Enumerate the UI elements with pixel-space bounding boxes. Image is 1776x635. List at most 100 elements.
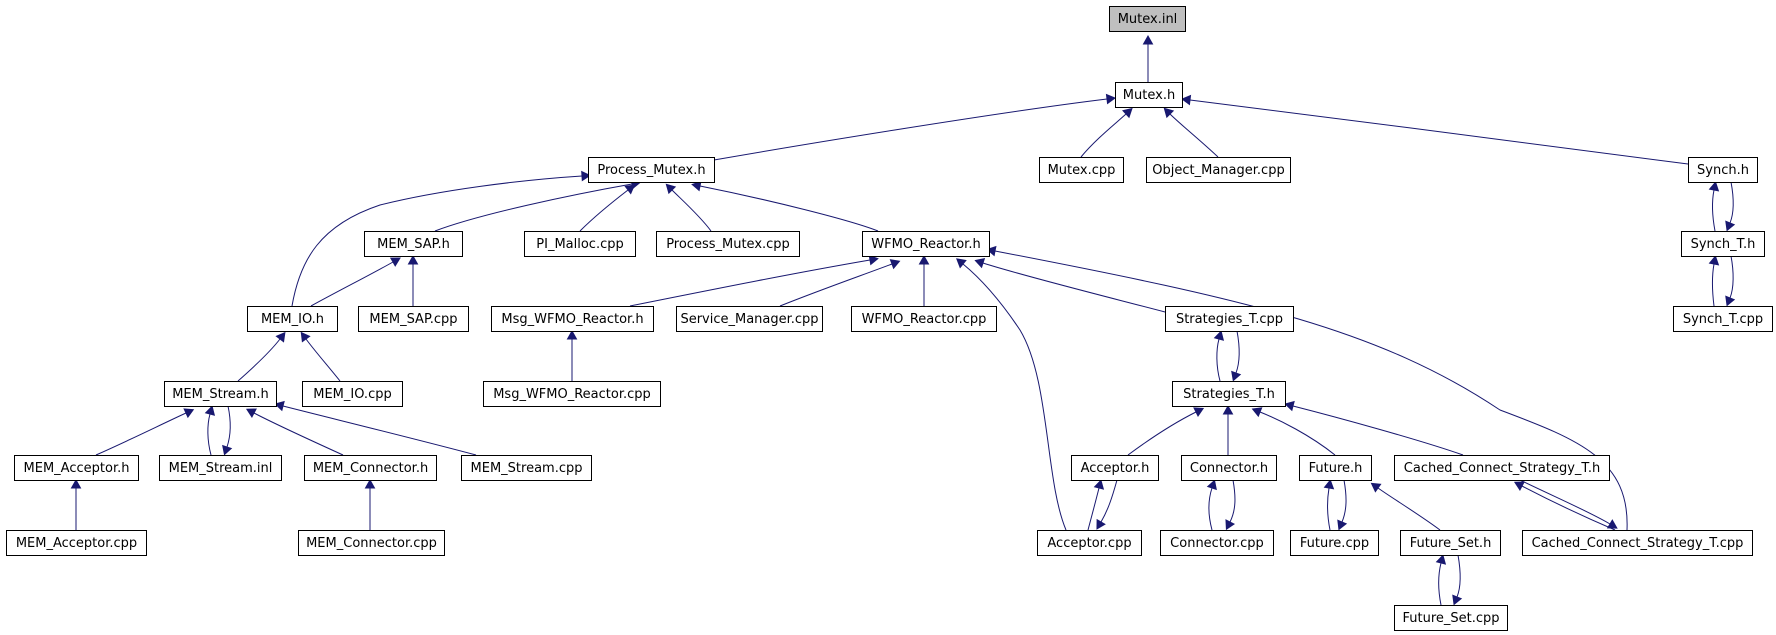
node-wfmo-reactor-h[interactable]: WFMO_Reactor.h xyxy=(862,231,990,257)
arrowhead-icon xyxy=(1514,481,1525,491)
edge-line xyxy=(1208,487,1213,531)
edge-mem_stream_h-to-mem_stream_inl xyxy=(222,405,233,456)
node-label: WFMO_Reactor.cpp xyxy=(862,312,987,327)
node-mutex-h[interactable]: Mutex.h xyxy=(1115,82,1183,108)
node-mem-stream-inl[interactable]: MEM_Stream.inl xyxy=(159,455,282,481)
node-cached-connect-strategy-t-cpp[interactable]: Cached_Connect_Strategy_T.cpp xyxy=(1522,530,1753,556)
edge-line xyxy=(671,189,712,232)
node-mem-io-h[interactable]: MEM_IO.h xyxy=(247,306,338,332)
edge-process_mutex_cpp-to-process_mutex_h xyxy=(665,183,712,232)
arrowhead-icon xyxy=(1452,594,1463,606)
node-future-set-cpp[interactable]: Future_Set.cpp xyxy=(1394,605,1508,631)
edge-line xyxy=(1327,487,1331,531)
node-mem-io-cpp[interactable]: MEM_IO.cpp xyxy=(302,381,403,407)
node-synch-t-cpp[interactable]: Synch_T.cpp xyxy=(1673,306,1773,332)
edge-mem_sap_cpp-to-mem_sap_h xyxy=(407,254,419,307)
node-box xyxy=(247,306,338,332)
node-synch-h[interactable]: Synch.h xyxy=(1688,157,1758,183)
node-connector-h[interactable]: Connector.h xyxy=(1181,455,1277,481)
arrowhead-icon xyxy=(1222,404,1234,415)
node-synch-t-h[interactable]: Synch_T.h xyxy=(1681,231,1765,257)
arrowhead-icon xyxy=(300,331,311,343)
node-service-manager-cpp[interactable]: Service_Manager.cpp xyxy=(676,306,823,332)
node-mem-sap-h[interactable]: MEM_SAP.h xyxy=(364,231,463,257)
edge-line xyxy=(282,405,477,456)
edge-line xyxy=(1087,487,1100,531)
edge-mutex_h-to-mutex_inl xyxy=(1142,34,1154,82)
node-box xyxy=(1394,605,1508,631)
arrowhead-icon xyxy=(183,408,195,419)
node-mem-stream-cpp[interactable]: MEM_Stream.cpp xyxy=(461,455,592,481)
node-box xyxy=(304,455,437,481)
node-process-mutex-cpp[interactable]: Process_Mutex.cpp xyxy=(656,231,800,257)
node-box xyxy=(1673,306,1773,332)
edge-layer xyxy=(70,34,1736,606)
node-cached-connect-strategy-t-h[interactable]: Cached_Connect_Strategy_T.h xyxy=(1394,455,1610,481)
node-wfmo-reactor-cpp[interactable]: WFMO_Reactor.cpp xyxy=(851,306,997,332)
node-label: Acceptor.h xyxy=(1081,461,1150,476)
node-box xyxy=(1172,381,1286,407)
node-mem-sap-cpp[interactable]: MEM_SAP.cpp xyxy=(358,306,469,332)
node-mem-connector-cpp[interactable]: MEM_Connector.cpp xyxy=(298,530,445,556)
node-future-cpp[interactable]: Future.cpp xyxy=(1290,530,1379,556)
edge-line xyxy=(305,338,341,382)
edge-mem_stream_h-to-mem_io_h xyxy=(237,331,286,382)
arrowhead-icon xyxy=(364,478,376,489)
edge-msg_wfmo_reactor_h-to-wfmo_reactor_h xyxy=(629,254,879,307)
node-acceptor-h[interactable]: Acceptor.h xyxy=(1071,455,1159,481)
edge-line xyxy=(1100,479,1118,523)
edge-future_h-to-future_cpp xyxy=(1337,479,1348,531)
node-label: Acceptor.cpp xyxy=(1047,536,1131,551)
node-label: MEM_IO.h xyxy=(261,312,324,327)
edge-connector_h-to-strategies_t_h xyxy=(1222,404,1234,456)
node-mutex-inl[interactable]: Mutex.inl xyxy=(1109,6,1186,32)
node-box xyxy=(851,306,997,332)
node-mem-acceptor-h[interactable]: MEM_Acceptor.h xyxy=(14,455,139,481)
node-strategies-t-h[interactable]: Strategies_T.h xyxy=(1172,381,1286,407)
node-mem-connector-h[interactable]: MEM_Connector.h xyxy=(304,455,437,481)
edge-line xyxy=(1521,485,1616,531)
edge-future_h-to-strategies_t_h xyxy=(1251,407,1336,456)
node-label: WFMO_Reactor.h xyxy=(871,237,980,252)
arrowhead-icon xyxy=(1370,482,1382,493)
edge-future_set_cpp-to-future_set_h xyxy=(1435,554,1447,606)
node-msg-wfmo-reactor-h[interactable]: Msg_WFMO_Reactor.h xyxy=(491,306,654,332)
node-box xyxy=(6,530,147,556)
edge-connector_cpp-to-connector_h xyxy=(1206,479,1217,531)
node-future-set-h[interactable]: Future_Set.h xyxy=(1400,530,1501,556)
edge-line xyxy=(207,413,212,456)
node-mutex-cpp[interactable]: Mutex.cpp xyxy=(1039,157,1124,183)
node-acceptor-cpp[interactable]: Acceptor.cpp xyxy=(1037,530,1142,556)
node-box xyxy=(1109,6,1186,32)
node-box xyxy=(524,231,636,257)
node-mem-acceptor-cpp[interactable]: MEM_Acceptor.cpp xyxy=(6,530,147,556)
node-strategies-t-cpp[interactable]: Strategies_T.cpp xyxy=(1165,306,1294,332)
node-box xyxy=(491,306,654,332)
edge-pi_malloc_cpp-to-process_mutex_h xyxy=(579,184,636,232)
node-box xyxy=(483,381,661,407)
edge-line xyxy=(629,259,871,307)
arrowhead-icon xyxy=(274,400,285,412)
node-connector-cpp[interactable]: Connector.cpp xyxy=(1160,530,1274,556)
node-label: MEM_Connector.h xyxy=(313,461,428,476)
node-box xyxy=(1115,82,1183,108)
node-box xyxy=(461,455,592,481)
edge-cached_connect_strategy_t_cpp-to-cached_connect_strategy_t_h xyxy=(1514,481,1616,531)
node-object-manager-cpp[interactable]: Object_Manager.cpp xyxy=(1146,157,1291,183)
node-msg-wfmo-reactor-cpp[interactable]: Msg_WFMO_Reactor.cpp xyxy=(483,381,661,407)
arrowhead-icon xyxy=(204,405,216,416)
arrowhead-icon xyxy=(1093,479,1105,490)
edge-mem_connector_h-to-mem_stream_h xyxy=(246,408,344,456)
node-pi-malloc-cpp[interactable]: PI_Malloc.cpp xyxy=(524,231,636,257)
node-box xyxy=(164,381,277,407)
node-label: Process_Mutex.h xyxy=(597,163,705,178)
arrowhead-icon xyxy=(691,180,702,192)
node-process-mutex-h[interactable]: Process_Mutex.h xyxy=(588,157,715,183)
node-future-h[interactable]: Future.h xyxy=(1299,455,1372,481)
node-label: Msg_WFMO_Reactor.cpp xyxy=(493,387,651,402)
edge-wfmo_reactor_cpp-to-wfmo_reactor_h xyxy=(918,254,930,306)
edge-wfmo_reactor_h-to-process_mutex_h xyxy=(691,180,879,232)
node-mem-stream-h[interactable]: MEM_Stream.h xyxy=(164,381,277,407)
node-label: MEM_IO.cpp xyxy=(313,387,391,402)
node-label: Synch.h xyxy=(1697,163,1749,178)
